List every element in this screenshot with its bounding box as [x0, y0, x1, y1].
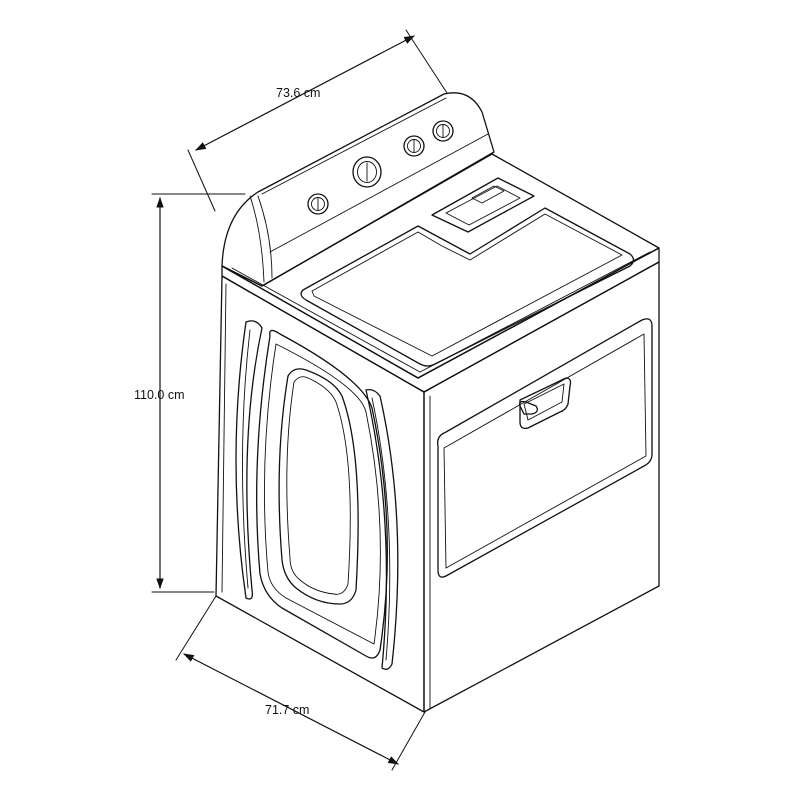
- side-door-inner: [443, 333, 647, 569]
- front-right-rib-inner: [371, 397, 391, 661]
- start-knob[interactable]: [432, 120, 454, 142]
- dryer-lid-inner: [311, 213, 623, 357]
- console-side-curve-inner: [257, 195, 273, 279]
- door-handle[interactable]: [518, 377, 572, 430]
- depth-dimension: 73.6 cm: [187, 29, 448, 212]
- width-dimension-line: [183, 653, 399, 765]
- console-housing: [221, 92, 495, 287]
- temperature-knob[interactable]: [403, 135, 425, 157]
- console-top-edge: [261, 97, 447, 195]
- height-label: 110.0 cm: [134, 388, 185, 402]
- width-dimension: 71.7 cm: [175, 595, 426, 771]
- front-left-rib-inner: [242, 329, 251, 589]
- dryer-side-face: [423, 261, 660, 713]
- top-surface: [221, 153, 660, 379]
- front-left-rib: [235, 320, 263, 600]
- console-panel-edge: [269, 133, 489, 253]
- cycle-knob[interactable]: [352, 156, 382, 188]
- lint-filter-frame: [431, 177, 535, 233]
- dryness-knob[interactable]: [307, 193, 329, 215]
- top-rim: [221, 247, 660, 393]
- front-panel-outer: [256, 329, 388, 659]
- width-label: 71.7 cm: [265, 703, 309, 717]
- side-door[interactable]: [437, 318, 653, 578]
- lint-filter-handle: [471, 185, 505, 204]
- depth-extension-right: [405, 29, 448, 94]
- height-dimension: 110.0 cm: [134, 193, 246, 593]
- control-console: [221, 92, 495, 287]
- depth-extension-left: [187, 149, 216, 212]
- console-side-curve: [249, 195, 265, 283]
- front-window-inner: [286, 376, 351, 595]
- dryer-lid: [300, 207, 635, 367]
- front-panel-decoration: [235, 320, 399, 670]
- dryer-front-edge: [221, 283, 227, 593]
- depth-label: 73.6 cm: [276, 86, 320, 100]
- lint-filter-slot: [445, 185, 521, 226]
- side-door-outer: [437, 318, 653, 578]
- depth-dimension-line: [195, 35, 415, 151]
- front-right-rib: [365, 388, 399, 670]
- width-extension-right: [391, 711, 426, 771]
- front-window-outer: [278, 368, 359, 605]
- width-extension-left: [175, 595, 217, 661]
- dryer-top: [221, 153, 660, 393]
- front-panel-outer-inner: [263, 343, 381, 645]
